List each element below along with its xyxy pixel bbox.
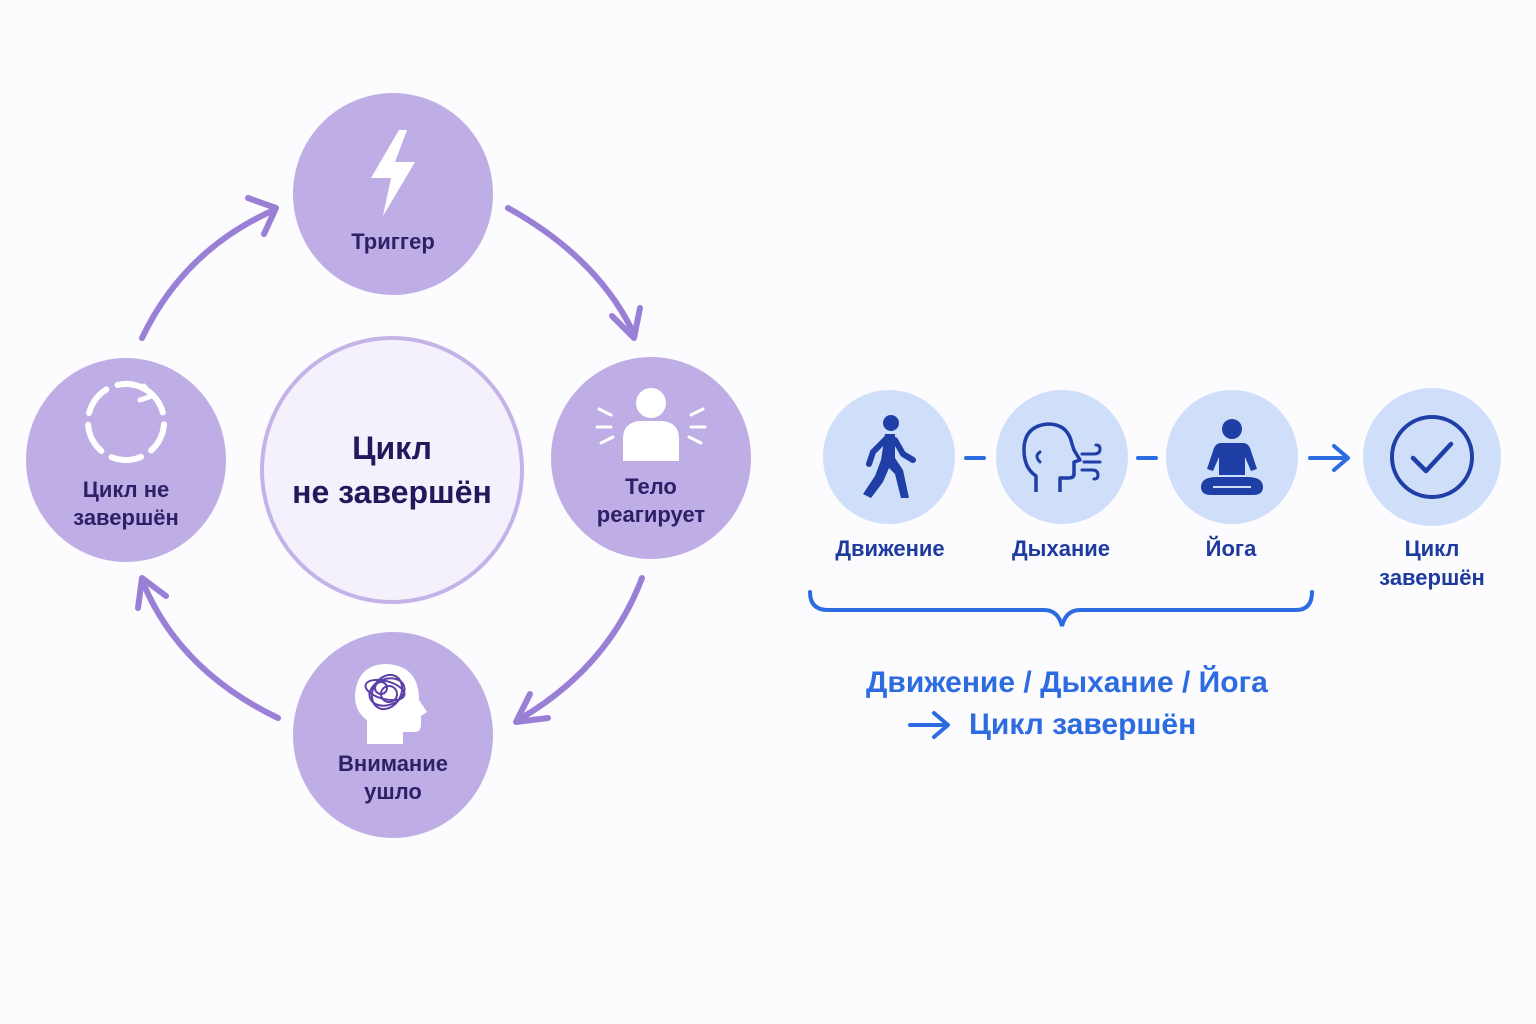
arrow-attention-to-cycle [139,577,281,721]
cycle-node-body-reacts-label: Тело реагирует [596,474,706,527]
step-movement [823,390,955,524]
arrowhead-trigger-to-body [609,305,643,341]
step-cycle-completed-label: Цикл завершён [1379,536,1485,590]
summary-line-2: Цикл завершён [969,708,1197,741]
arrow-to-completed-head [1332,444,1350,472]
cycle-center-label: Цикл не завершён [292,430,492,510]
grouping-brace [808,590,1314,627]
lightning-icon [371,130,415,216]
arrow-body-to-attention [515,575,645,723]
arrowhead-attention-to-cycle [135,575,169,611]
cycle-node-not-completed-label: Цикл не завершён [73,477,179,530]
arrow-trigger-to-body [505,205,637,337]
arrowhead-body-to-attention [513,691,551,725]
breathing-head-icon [1022,422,1102,492]
yoga-pose-icon [1201,419,1263,495]
cycle-node-trigger: Триггер [293,93,493,295]
step-breathing-label: Дыхание [1012,536,1110,561]
walking-person-icon [863,415,916,498]
summary-arrow-head [932,711,950,739]
tangled-mind-head-icon [355,664,427,744]
step-yoga-label: Йога [1205,536,1257,561]
check-circle-icon [1390,415,1474,499]
step-movement-label: Движение [835,536,945,561]
cycle-node-not-completed: Цикл не завершён [26,358,226,562]
cycle-node-trigger-label: Триггер [351,229,435,254]
arrowhead-cycle-to-trigger [245,195,279,237]
summary-line-1: Движение / Дыхание / Йога [866,666,1268,699]
body-reaction-icon [595,388,707,461]
cycle-node-attention-gone-label: Внимание ушло [338,751,448,804]
step-breathing [996,390,1128,524]
cycle-center: Цикл не завершён [260,336,524,604]
step-yoga [1166,390,1298,524]
cycle-node-body-reacts: Тело реагирует [551,357,751,559]
step-cycle-completed [1363,388,1501,526]
arrow-cycle-to-trigger [139,207,277,341]
cycle-node-attention-gone: Внимание ушло [293,632,493,838]
dashed-cycle-icon [85,381,167,463]
